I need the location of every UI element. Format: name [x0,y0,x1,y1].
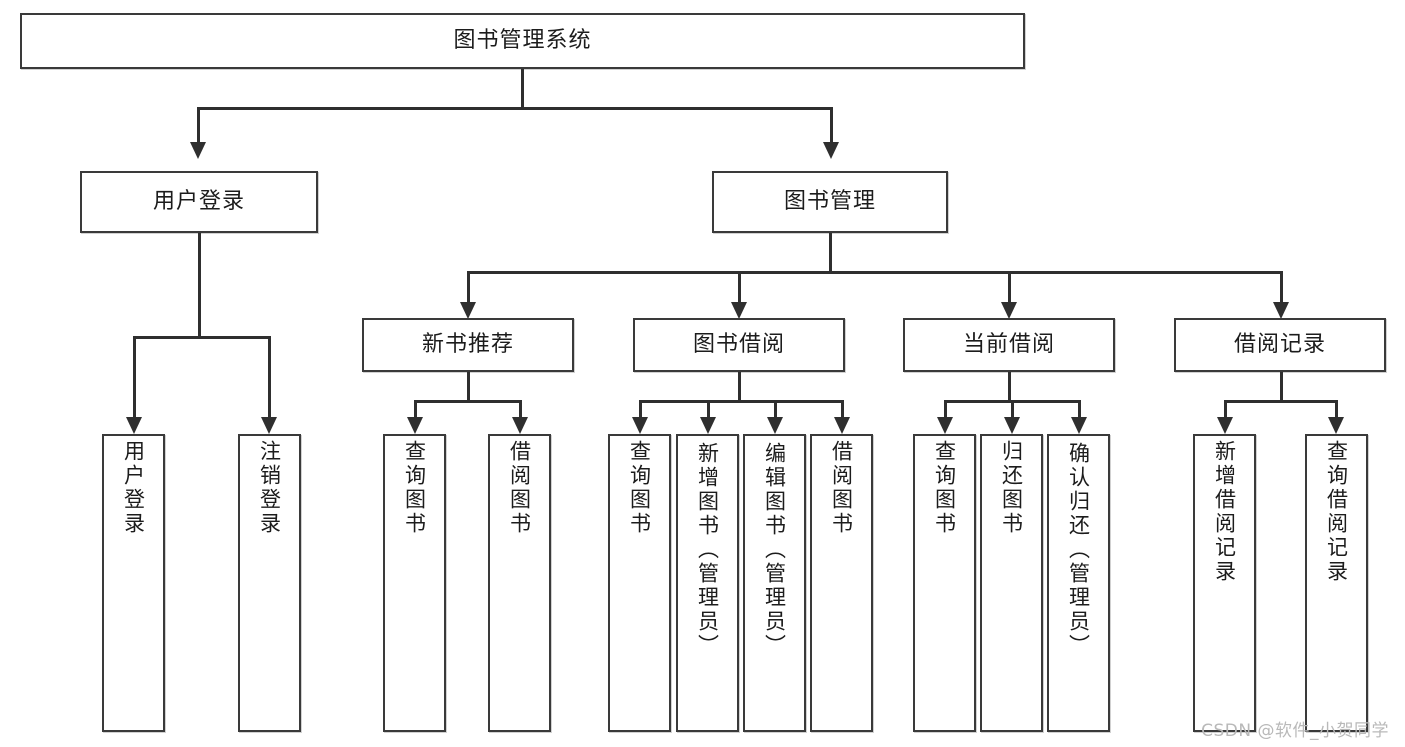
connector-drop-leaf-user-login [133,336,136,417]
leaf-logout[interactable]: 注销登录 [238,434,301,732]
connector-drop-cb-confirm [1078,400,1081,417]
node-user-login[interactable]: 用户登录 [80,171,318,233]
node-book-borrow[interactable]: 图书借阅 [633,318,845,372]
arrow-head-borrow-record [1273,302,1289,319]
leaf-user-login[interactable]: 用户登录 [102,434,165,732]
connector-drop-bb-add [707,400,710,417]
connector-borrow-record-bus [1224,400,1338,403]
connector-root-stem [521,69,524,107]
connector-drop-new-book [467,271,470,302]
arrow-head-bb-edit [767,417,783,434]
node-borrow-record[interactable]: 借阅记录 [1174,318,1386,372]
connector-drop-leaf-logout [268,336,271,417]
leaf-br-query-record[interactable]: 查询借阅记录 [1305,434,1368,732]
leaf-cb-confirm-return-admin[interactable]: 确认归还（管理员） [1047,434,1110,732]
arrow-head-leaf-logout [261,417,277,434]
node-new-book-recommend[interactable]: 新书推荐 [362,318,574,372]
leaf-cb-return-book[interactable]: 归还图书 [980,434,1043,732]
node-label: 确认归还（管理员） [1066,442,1091,658]
arrow-head-bb-add [700,417,716,434]
connector-drop-cb-query [944,400,947,417]
connector-level2-bus [467,271,1280,274]
arrow-head-br-add [1217,417,1233,434]
connector-book-manage-stem [829,233,832,271]
arrow-head-leaf-user-login [126,417,142,434]
arrow-head-book-borrow [731,302,747,319]
leaf-bb-edit-book-admin[interactable]: 编辑图书（管理员） [743,434,806,732]
connector-new-book-stem [467,372,470,400]
connector-user-login-stem [198,233,201,336]
node-current-borrow[interactable]: 当前借阅 [903,318,1115,372]
arrow-head-current-borrow [1001,302,1017,319]
node-label: 新增图书（管理员） [695,442,720,658]
connector-drop-br-add [1224,400,1227,417]
arrow-head-cb-confirm [1071,417,1087,434]
connector-drop-user-login [197,107,200,142]
watermark-csdn: CSDN @软件_小贺同学 [1201,721,1389,741]
node-root-system[interactable]: 图书管理系统 [20,13,1025,69]
leaf-bb-lend-book[interactable]: 借阅图书 [810,434,873,732]
connector-borrow-record-stem [1280,372,1283,400]
leaf-bb-query-book[interactable]: 查询图书 [608,434,671,732]
node-label: 编辑图书（管理员） [762,442,787,658]
connector-drop-book-manage [830,107,833,142]
node-label: 当前借阅 [962,332,1055,358]
leaf-br-add-record[interactable]: 新增借阅记录 [1193,434,1256,732]
connector-drop-br-query [1335,400,1338,417]
leaf-cb-query-book[interactable]: 查询图书 [913,434,976,732]
node-label: 注销登录 [257,440,282,536]
node-label: 借阅图书 [829,440,854,536]
connector-drop-nb-borrow [519,400,522,417]
connector-drop-nb-query [414,400,417,417]
connector-current-borrow-stem [1008,372,1011,400]
leaf-bb-add-book-admin[interactable]: 新增图书（管理员） [676,434,739,732]
node-label: 图书管理 [783,189,876,215]
node-label: 新增借阅记录 [1212,440,1237,584]
connector-root-bus [197,107,833,110]
arrow-head-cb-query [937,417,953,434]
node-label: 图书管理系统 [453,28,592,54]
connector-new-book-bus [414,400,522,403]
arrow-head-nb-query [407,417,423,434]
connector-drop-bb-lend [841,400,844,417]
node-book-management[interactable]: 图书管理 [712,171,948,233]
connector-user-login-bus [133,336,268,339]
node-label: 借阅记录 [1233,332,1326,358]
arrow-head-bb-lend [834,417,850,434]
node-label: 借阅图书 [507,440,532,536]
leaf-nb-query-book[interactable]: 查询图书 [383,434,446,732]
connector-drop-bb-query [639,400,642,417]
connector-drop-book-borrow [738,271,741,302]
node-label: 查询图书 [932,440,957,536]
connector-drop-current-borrow [1008,271,1011,302]
node-label: 查询借阅记录 [1324,440,1349,584]
node-label: 归还图书 [999,440,1024,536]
node-label: 查询图书 [402,440,427,536]
node-label: 新书推荐 [421,332,514,358]
arrow-head-nb-borrow [512,417,528,434]
arrow-head-cb-return [1004,417,1020,434]
arrow-head-br-query [1328,417,1344,434]
node-label: 用户登录 [152,189,245,215]
arrow-head-user-login [190,142,206,159]
connector-book-borrow-bus [639,400,844,403]
connector-drop-bb-edit [774,400,777,417]
node-label: 查询图书 [627,440,652,536]
connector-drop-cb-return [1011,400,1014,417]
arrow-head-book-manage [823,142,839,159]
arrow-head-bb-query [632,417,648,434]
leaf-nb-borrow-book[interactable]: 借阅图书 [488,434,551,732]
node-label: 图书借阅 [692,332,785,358]
node-label: 用户登录 [121,440,146,536]
arrow-head-new-book [460,302,476,319]
connector-drop-borrow-record [1280,271,1283,302]
connector-book-borrow-stem [738,372,741,400]
